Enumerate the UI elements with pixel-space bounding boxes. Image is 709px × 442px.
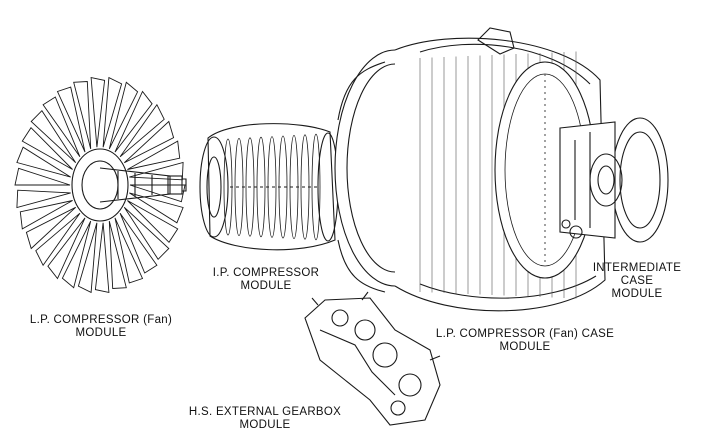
intermediate-case-module-drawing (559, 117, 669, 243)
fan-blade (114, 217, 144, 284)
label-ip-line1: I.P. COMPRESSOR (212, 267, 320, 279)
fan-blade (77, 222, 98, 294)
fan-blade (47, 217, 86, 280)
hs-gearbox-module-drawing (304, 291, 441, 426)
fan-blade (21, 126, 73, 170)
fan-blade (119, 212, 158, 274)
label-lp-fan-line2: MODULE (75, 327, 127, 339)
fan-blade (123, 120, 175, 164)
fan-blade (108, 81, 139, 150)
label-lp-fan-module: L.P. COMPRESSOR (Fan) MODULE (6, 314, 196, 340)
label-hs-line1: H.S. EXTERNAL GEARBOX (188, 406, 342, 418)
fan-blade (14, 167, 71, 186)
fan-blade (16, 146, 71, 178)
fan-blade (127, 140, 181, 170)
lp-fan-case-module-drawing (334, 27, 606, 312)
fan-blade (73, 81, 92, 150)
label-hs-gearbox-module: H.S. EXTERNAL GEARBOX MODULE (180, 406, 350, 432)
fan-blade (61, 220, 92, 289)
fan-blade (129, 184, 186, 203)
label-ip-compressor-module: I.P. COMPRESSOR MODULE (196, 267, 336, 293)
fan-blade (90, 77, 106, 148)
fan-blade (129, 192, 184, 224)
fan-blade (114, 90, 153, 153)
label-lp-fan-case-module: L.P. COMPRESSOR (Fan) CASE MODULE (430, 328, 620, 354)
label-lp-case-line2: MODULE (499, 341, 551, 353)
label-lp-case-line1: L.P. COMPRESSOR (Fan) CASE (435, 328, 615, 340)
label-lp-fan-line1: L.P. COMPRESSOR (Fan) (29, 314, 173, 326)
label-ic-line2: CASE (620, 275, 654, 287)
fan-blade (127, 200, 179, 244)
ip-compressor-module-drawing (199, 123, 339, 251)
fan-blade (108, 220, 127, 289)
fan-blade (19, 200, 73, 230)
fan-blade (35, 212, 81, 267)
fan-blade (16, 189, 71, 209)
label-ic-line3: MODULE (611, 288, 663, 300)
fan-blade (56, 86, 86, 153)
fan-blade (94, 222, 110, 293)
label-hs-line2: MODULE (239, 419, 291, 431)
label-ic-line1: INTERMEDIATE (592, 262, 682, 274)
fan-blade (25, 206, 77, 250)
ip-stage (311, 133, 321, 241)
lp-fan-module-drawing (14, 76, 187, 294)
fan-blade (30, 109, 77, 164)
fan-blade (42, 96, 81, 158)
fan-blade (119, 103, 165, 158)
fan-blade (102, 76, 123, 148)
fan-blade (123, 206, 170, 261)
label-ip-line2: MODULE (240, 280, 292, 292)
label-intermediate-case-module: INTERMEDIATE CASE MODULE (582, 262, 692, 301)
